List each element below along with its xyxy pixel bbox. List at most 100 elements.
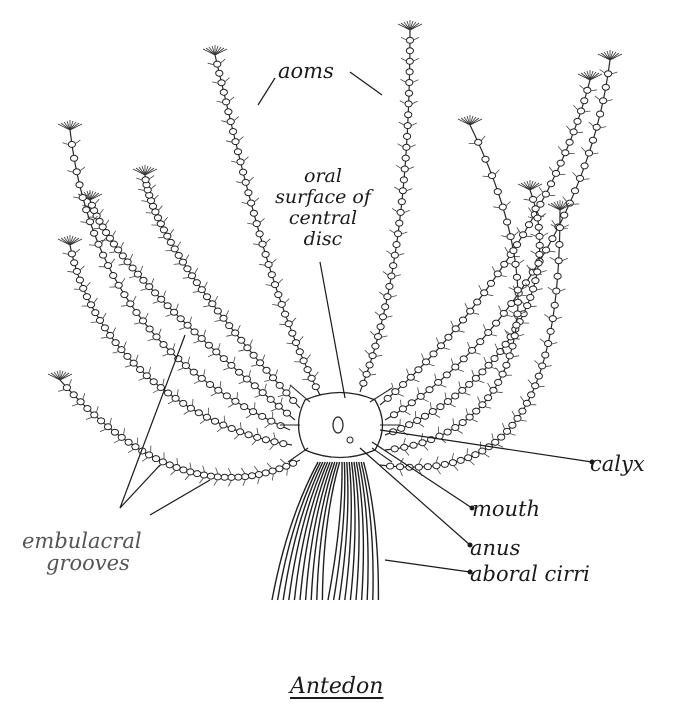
arm-ossicle [230,129,237,135]
arm-ossicle [152,456,159,462]
pinnule [495,170,500,175]
pinnule [535,360,540,365]
arm-ossicle [228,426,235,432]
pinnule [241,468,245,474]
leader-line [120,335,185,508]
aboral-cirri-drawing [272,462,378,600]
arm-ossicle [534,269,541,275]
arm-ossicle [276,382,283,388]
arm-ossicle [542,352,549,358]
arm-ossicle [132,444,139,450]
arm-ossicle [71,155,78,161]
arm-ossicle [390,263,397,269]
arm-ossicle [424,464,431,470]
arm-ossicle [125,439,132,445]
arm-ossicle [417,393,424,399]
label-oral-line2: surface of [268,187,378,208]
pinnule [170,229,174,235]
pinnule [495,344,498,350]
arm-ossicle [581,98,588,104]
arm-ossicle [110,241,117,247]
pinnule [375,312,380,316]
arm-ossicle [268,272,275,278]
arm-ossicle [459,387,466,393]
arm-ossicle [555,258,562,264]
arm-ossicle [475,139,482,145]
pinnule [379,292,384,296]
pinnule [558,146,562,151]
pinnule [478,397,481,403]
arm-ossicle [499,371,506,377]
arm-ossicle [142,177,149,183]
arm-ossicle [406,422,413,428]
arm-ossicle [164,233,171,239]
arm-ossicle [444,399,451,405]
arm-ossicle [433,463,440,469]
pinnule [394,187,400,191]
arm-ossicle [263,367,270,373]
arm-ossicle [193,280,200,286]
arm-ossicle [184,266,191,272]
pinnule [595,96,600,100]
arm-ossicle [589,137,596,143]
pinnule [252,440,257,445]
pinnule [239,381,245,384]
pinnule [124,342,127,348]
arm-ossicle [282,311,289,317]
arm-ossicle [435,379,442,385]
arm-ossicle [129,265,136,271]
arm-ossicle [73,268,80,274]
pinnule [481,136,485,141]
pinnule [500,276,507,277]
arm-ossicle [405,112,412,118]
pinnule [451,359,453,365]
arm-ossicle [421,413,428,419]
arm-ossicle [267,396,274,402]
pinnule [83,393,85,399]
pinnule [229,97,234,101]
pinnule [413,379,419,381]
arm-ossicle [175,252,182,258]
arm-ossicle [398,425,405,431]
arm-ossicle [207,473,214,479]
arm-ossicle [384,294,391,300]
pinnule [520,420,527,421]
pinnule [129,276,136,278]
pinnule [400,400,401,407]
pinnule [453,418,454,425]
arm-ossicle [553,288,560,294]
pinnule [204,369,205,376]
arm-ossicle [452,393,459,399]
pinnule [174,264,181,265]
arm-ossicle [256,231,263,237]
arm-ossicle [121,292,128,298]
arm-ossicle [308,375,315,381]
pinnule [386,251,392,255]
arm-ossicle [103,230,110,236]
pinnule [89,245,96,246]
arm-ossicle [393,242,400,248]
arm-ossicle [406,48,413,54]
arm-ossicle [164,303,171,309]
arm-ossicle [83,294,90,300]
pinnule [124,428,125,435]
arm-ossicle [513,274,520,280]
pinnule [243,157,248,161]
pinnule [215,320,222,321]
arm-ossicle [552,170,559,176]
arm-ossicle [363,371,370,377]
arm-ossicle [98,418,105,424]
pinnule [407,369,409,375]
pinnule [497,445,503,448]
arm-ossicle [415,464,422,470]
pinnule [203,466,205,473]
arm-ossicle [292,340,299,346]
arm-ossicle [571,188,578,194]
pinnule [573,172,578,177]
arm-ossicle [177,316,184,322]
pinnule [184,411,190,415]
arm-ossicle [384,395,391,401]
pinnule [265,384,267,391]
pinnule [536,194,541,199]
label-calyx: calyx [590,453,645,475]
